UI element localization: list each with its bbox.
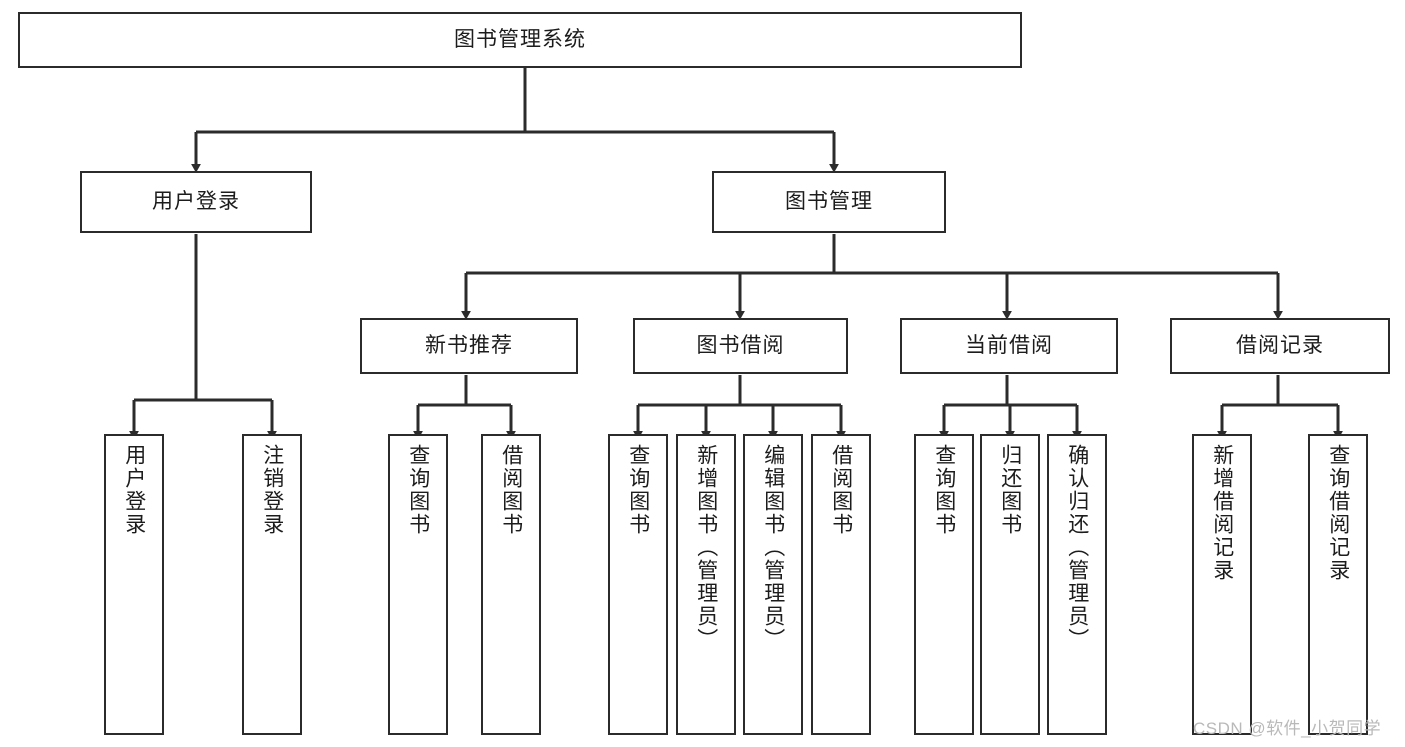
node-leaf-user-login-signin[interactable]: 用户登录	[104, 434, 164, 735]
node-root-book-management-system[interactable]: 图书管理系统	[18, 12, 1022, 68]
node-label: 确认归还（管理员）	[1065, 444, 1089, 651]
node-label: 查询图书	[932, 444, 956, 536]
node-leaf-current-borrow-query[interactable]: 查询图书	[914, 434, 974, 735]
node-label: 注销登录	[260, 444, 284, 536]
node-current-borrow[interactable]: 当前借阅	[900, 318, 1118, 374]
node-label: 用户登录	[152, 189, 240, 213]
node-leaf-user-login-signout[interactable]: 注销登录	[242, 434, 302, 735]
node-label: 查询借阅记录	[1326, 444, 1350, 582]
node-leaf-borrow-record-query[interactable]: 查询借阅记录	[1308, 434, 1368, 735]
node-label: 当前借阅	[965, 333, 1053, 357]
node-borrow-record[interactable]: 借阅记录	[1170, 318, 1390, 374]
node-book-management[interactable]: 图书管理	[712, 171, 946, 233]
node-leaf-current-borrow-confirm[interactable]: 确认归还（管理员）	[1047, 434, 1107, 735]
node-label: 新书推荐	[425, 333, 513, 357]
node-book-borrow[interactable]: 图书借阅	[633, 318, 848, 374]
node-leaf-book-borrow-edit[interactable]: 编辑图书（管理员）	[743, 434, 803, 735]
node-leaf-new-book-borrow[interactable]: 借阅图书	[481, 434, 541, 735]
node-leaf-book-borrow-add[interactable]: 新增图书（管理员）	[676, 434, 736, 735]
node-label: 查询图书	[406, 444, 430, 536]
node-label: 图书借阅	[696, 333, 785, 357]
node-label: 编辑图书（管理员）	[761, 444, 785, 651]
node-label: 借阅图书	[829, 444, 853, 536]
node-leaf-book-borrow-lend[interactable]: 借阅图书	[811, 434, 871, 735]
node-label: 新增借阅记录	[1210, 444, 1234, 582]
node-leaf-new-book-query[interactable]: 查询图书	[388, 434, 448, 735]
node-leaf-current-borrow-return[interactable]: 归还图书	[980, 434, 1040, 735]
node-label: 借阅图书	[499, 444, 523, 536]
node-label: 图书管理系统	[454, 27, 586, 51]
node-label: 图书管理	[785, 189, 873, 213]
node-label: 归还图书	[998, 444, 1022, 536]
node-label: 用户登录	[122, 444, 146, 536]
node-label: 借阅记录	[1236, 333, 1324, 357]
node-leaf-borrow-record-add[interactable]: 新增借阅记录	[1192, 434, 1252, 735]
node-label: 新增图书（管理员）	[694, 444, 718, 651]
node-leaf-book-borrow-query[interactable]: 查询图书	[608, 434, 668, 735]
node-user-login[interactable]: 用户登录	[80, 171, 312, 233]
node-new-book-recommend[interactable]: 新书推荐	[360, 318, 578, 374]
node-label: 查询图书	[626, 444, 650, 536]
